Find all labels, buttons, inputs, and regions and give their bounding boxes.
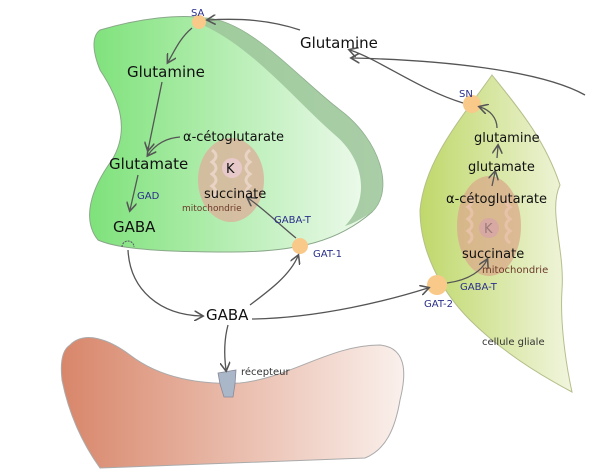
neuron-alpha-kg-label: α-cétoglutarate xyxy=(183,130,284,145)
transporter-gat1 xyxy=(292,238,308,254)
neuron-gabat-label: GABA-T xyxy=(274,215,312,226)
sa-label: SA xyxy=(191,8,205,19)
glial-cell-label: cellule gliale xyxy=(482,337,545,348)
glia-mito-label: mitochondrie xyxy=(482,265,548,276)
glial-mitochondria xyxy=(457,176,521,276)
neuron-mito-label: mitochondrie xyxy=(182,204,242,214)
transporter-sn xyxy=(463,95,481,113)
gaba-release-site xyxy=(121,240,135,248)
neuron-succinate-label: succinate xyxy=(204,187,266,202)
neuron-glutamate-label: Glutamate xyxy=(109,155,188,173)
receptor-icon xyxy=(217,369,237,398)
postsynaptic-neuron xyxy=(60,337,405,469)
arrows xyxy=(128,19,586,370)
transporter-gat2 xyxy=(427,275,447,295)
extracellular-glutamine-label: Glutamine xyxy=(300,34,378,52)
neuron-membrane-band xyxy=(205,18,383,226)
glia-k-label: K xyxy=(484,222,493,237)
gad-label: GAD xyxy=(137,191,160,202)
glia-glutamate-label: glutamate xyxy=(468,160,535,175)
glia-succinate-label: succinate xyxy=(462,247,524,262)
glia-glutamine-label: glutamine xyxy=(474,131,540,146)
neuron-glutamine-label: Glutamine xyxy=(127,63,205,81)
gat1-label: GAT-1 xyxy=(313,249,342,260)
sn-label: SN xyxy=(459,89,473,100)
neuron-gaba-label: GABA xyxy=(113,218,156,236)
glia-alpha-kg-label: α-cétoglutarate xyxy=(446,192,547,207)
receptor-label: récepteur xyxy=(241,366,290,378)
gat2-label: GAT-2 xyxy=(424,299,453,310)
neuron-k-label: K xyxy=(226,162,235,177)
glia-gabat-label: GABA-T xyxy=(460,282,498,293)
synaptic-gaba-label: GABA xyxy=(206,306,249,324)
transporter-sa xyxy=(192,15,206,29)
